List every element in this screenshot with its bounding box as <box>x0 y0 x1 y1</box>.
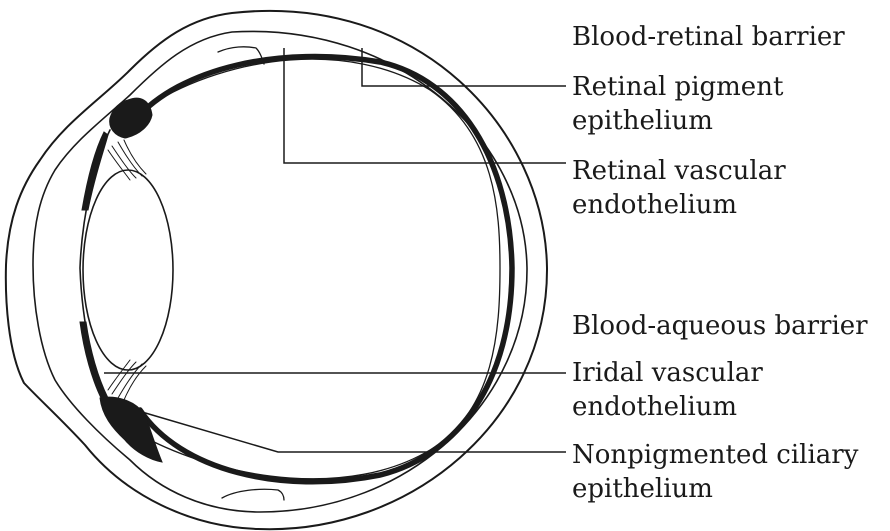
label-nonpigmented-ciliary-epithelium: Nonpigmented ciliary epithelium <box>572 438 858 506</box>
ciliary-body-top <box>110 98 152 138</box>
retinal-pigment-epithelium-layer <box>135 56 512 481</box>
label-retinal-vascular-endothelium-line1: Retinal vascular <box>572 154 786 188</box>
label-iridal-vascular-endothelium-line1: Iridal vascular <box>572 356 763 390</box>
label-nonpigmented-ciliary-epithelium-line1: Nonpigmented ciliary <box>572 438 858 472</box>
zonule-fibers-top <box>108 140 146 180</box>
iris-top <box>82 132 108 210</box>
retina-inner-line <box>150 59 500 479</box>
label-blood-aqueous-barrier: Blood-aqueous barrier <box>572 309 868 343</box>
label-nonpigmented-ciliary-epithelium-line2: epithelium <box>572 472 858 506</box>
retina-bottom-bump <box>222 489 284 500</box>
label-retinal-pigment-epithelium-line1: Retinal pigment <box>572 70 783 104</box>
label-retinal-pigment-epithelium-line2: epithelium <box>572 104 783 138</box>
lens <box>83 170 173 370</box>
label-retinal-vascular-endothelium-line2: endothelium <box>572 188 786 222</box>
label-iridal-vascular-endothelium: Iridal vascular endothelium <box>572 356 763 424</box>
label-blood-aqueous-barrier-text: Blood-aqueous barrier <box>572 309 868 343</box>
leader-retinal-vascular-endothelium <box>284 48 566 163</box>
label-blood-retinal-barrier: Blood-retinal barrier <box>572 20 845 54</box>
label-retinal-pigment-epithelium: Retinal pigment epithelium <box>572 70 783 138</box>
leader-nonpigmented-ciliary-epithelium <box>142 412 566 452</box>
label-blood-retinal-barrier-text: Blood-retinal barrier <box>572 20 845 54</box>
zonule-fibers-bottom <box>108 360 146 400</box>
label-retinal-vascular-endothelium: Retinal vascular endothelium <box>572 154 786 222</box>
label-iridal-vascular-endothelium-line2: endothelium <box>572 390 763 424</box>
